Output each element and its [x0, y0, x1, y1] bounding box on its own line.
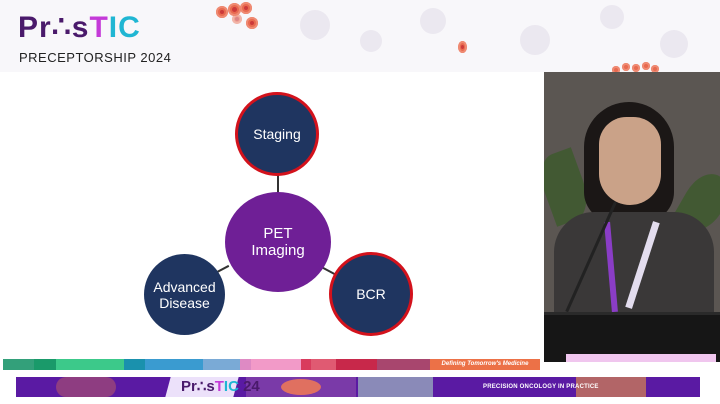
logo-text-os: ∴s	[51, 11, 90, 44]
stripe-segment	[34, 359, 56, 370]
cell-decoration	[246, 17, 258, 29]
banner-logo-ic: IC	[223, 378, 239, 395]
logo-text-pr: Pr	[18, 11, 52, 44]
logo-text-ic: IC	[108, 11, 141, 44]
banner-artwork	[56, 377, 116, 397]
cell-decoration	[240, 2, 252, 14]
cell-decoration	[228, 3, 241, 16]
center-label-line1: PET	[263, 225, 293, 242]
cell-decoration	[651, 65, 659, 72]
banner-logo-t: T	[214, 378, 224, 395]
banner-artwork	[358, 377, 433, 397]
node-label: Staging	[253, 126, 301, 142]
background-cell	[660, 30, 688, 58]
node-label: BCR	[356, 286, 386, 302]
cell-decoration	[632, 64, 640, 72]
cell-decoration	[216, 6, 228, 18]
banner-tagline: PRECISION ONCOLOGY IN PRACTICE	[483, 384, 599, 390]
prostic-banner: Pr∴sTIC 24	[16, 377, 700, 397]
background-cell	[300, 10, 330, 40]
stripe-segment	[3, 359, 34, 370]
stripe-segment	[251, 359, 301, 370]
header-background	[0, 0, 720, 72]
banner-logo-year: 24	[238, 378, 260, 395]
stripe-segment	[336, 359, 377, 370]
node-label-line2: Disease	[159, 294, 210, 311]
prostic-logo: Pr∴sTIC	[18, 12, 141, 44]
stripe-segment	[124, 359, 145, 370]
diagram-node-staging: Staging	[235, 92, 319, 176]
background-cell	[520, 25, 550, 55]
stripe-segment	[203, 359, 240, 370]
stripe-segment	[56, 359, 124, 370]
stripe-segment	[311, 359, 336, 370]
background-cell	[420, 8, 446, 34]
stripe-segment	[240, 359, 251, 370]
tagline-defining-tomorrows-medicine: Defining Tomorrow's Medicine	[430, 359, 540, 370]
diagram-node-bcr: BCR	[329, 252, 413, 336]
cell-decoration	[622, 63, 630, 71]
podium-screen	[566, 354, 716, 362]
cell-decoration	[458, 41, 467, 53]
cell-decoration	[612, 66, 620, 72]
banner-logo: Pr∴sTIC 24	[181, 378, 260, 396]
banner-artwork	[576, 377, 646, 397]
node-label-line1: Advanced	[153, 278, 216, 295]
stripe-segment	[377, 359, 430, 370]
cell-decoration	[232, 14, 242, 24]
connector-line	[277, 175, 279, 197]
background-cell	[360, 30, 382, 52]
stripe-segment	[301, 359, 311, 370]
podium	[544, 312, 720, 362]
logo-text-t: T	[89, 11, 109, 44]
cell-decoration	[642, 62, 650, 70]
logo-subtitle: PRECEPTORSHIP 2024	[19, 50, 172, 65]
banner-artwork	[281, 379, 321, 395]
speaker-video-feed	[544, 72, 720, 362]
banner-logo-os: ∴s	[196, 378, 215, 395]
stripe-segment	[145, 359, 203, 370]
center-label-line2: Imaging	[251, 242, 305, 259]
diagram-node-advanced-disease: Advanced Disease	[144, 254, 225, 335]
background-cell	[600, 5, 624, 29]
diagram-center-pet-imaging: PET Imaging	[225, 192, 331, 292]
slide-content: Staging PET Imaging Advanced Disease BCR	[0, 72, 543, 356]
banner-logo-pr: Pr	[181, 378, 197, 395]
speaker-face	[599, 117, 661, 205]
color-stripe	[3, 359, 430, 370]
